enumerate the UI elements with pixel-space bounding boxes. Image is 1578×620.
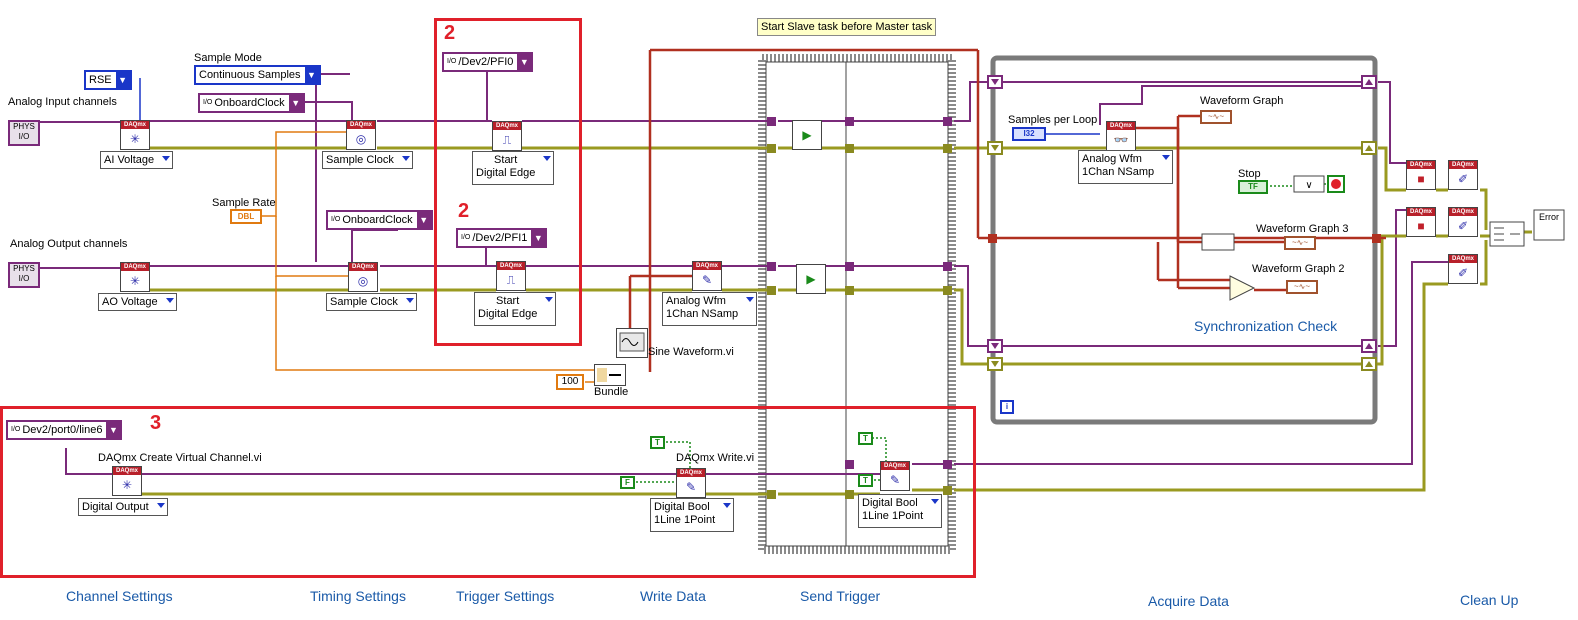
create-virtual-channel-label: DAQmx Create Virtual Channel.vi <box>98 452 262 464</box>
trigger-highlight-box <box>434 18 582 346</box>
waveform-graph-label: Waveform Graph <box>1200 95 1284 107</box>
sync-check-label: Synchronization Check <box>1194 318 1338 334</box>
trigger-source-pfi1[interactable]: I/O/Dev2/PFI1▼ <box>456 228 548 248</box>
bool-const-t-1[interactable]: T <box>650 436 665 449</box>
daqmx-create-channel-ai[interactable]: DAQmx✳ <box>120 120 150 150</box>
sample-rate-label: Sample Rate <box>212 197 276 209</box>
trigger-source-pfi0[interactable]: I/O/Dev2/PFI0▼ <box>442 52 534 72</box>
ao-voltage-selector[interactable]: AO Voltage <box>98 293 177 311</box>
highlight-number-2b: 2 <box>458 200 470 222</box>
highlight-number-3: 3 <box>150 412 162 434</box>
digital-output-selector[interactable]: Digital Output <box>78 498 168 516</box>
bool-const-t-3: T <box>858 474 873 487</box>
waveform-graph-2-indicator[interactable]: ~∿~ <box>1286 280 1318 294</box>
sample-clock-selector-2[interactable]: Sample Clock <box>326 293 417 311</box>
daqmx-create-channel-do[interactable]: DAQmx✳ <box>112 466 142 496</box>
samples-per-loop-label: Samples per Loop <box>1008 114 1098 126</box>
section-channel-settings: Channel Settings <box>66 588 173 604</box>
sine-waveform-icon[interactable] <box>616 328 648 358</box>
daqmx-stop-ai[interactable]: DAQmx■ <box>1406 160 1436 190</box>
daqmx-trigger-ai[interactable]: DAQmx⎍ <box>492 121 522 151</box>
section-timing-settings: Timing Settings <box>310 588 406 604</box>
sample-mode-label: Sample Mode <box>194 52 262 64</box>
ai-channels-label: Analog Input channels <box>8 96 117 108</box>
const-100[interactable]: 100 <box>556 374 584 390</box>
daqmx-stop-ao[interactable]: DAQmx■ <box>1406 207 1436 237</box>
simple-error-handler-icon[interactable]: Error <box>1539 212 1559 222</box>
daqmx-read-ai[interactable]: DAQmx👓 <box>1106 121 1136 151</box>
daqmx-clear-ai[interactable]: DAQmx✐ <box>1448 160 1478 190</box>
waveform-graph-2-label: Waveform Graph 2 <box>1252 263 1345 275</box>
daqmx-clear-do[interactable]: DAQmx✐ <box>1448 254 1478 284</box>
section-acquire-data: Acquire Data <box>1148 593 1229 609</box>
sample-clock-selector-1[interactable]: Sample Clock <box>322 151 413 169</box>
ai-voltage-selector[interactable]: AI Voltage <box>100 151 174 169</box>
bundle-icon[interactable] <box>594 364 626 386</box>
section-write-data: Write Data <box>640 588 706 604</box>
highlight-number-2a: 2 <box>444 22 456 44</box>
bool-const-t-2[interactable]: T <box>858 432 873 445</box>
daqmx-write-label: DAQmx Write.vi <box>676 452 755 464</box>
daqmx-timing-ao[interactable]: DAQmx◎ <box>348 262 378 292</box>
section-trigger-settings: Trigger Settings <box>456 588 555 604</box>
section-clean-up: Clean Up <box>1460 592 1519 608</box>
daqmx-start-ai[interactable]: ▶ <box>792 120 822 150</box>
terminal-config-rse[interactable]: RSE▼ <box>84 70 132 90</box>
sine-waveform-label: Sine Waveform.vi <box>648 346 734 358</box>
waveform-graph-indicator[interactable]: ~∿~ <box>1200 110 1232 124</box>
stop-label: Stop <box>1238 168 1261 180</box>
daqmx-start-ao[interactable]: ▶ <box>796 264 826 294</box>
section-send-trigger: Send Trigger <box>800 588 881 604</box>
svg-text:∨: ∨ <box>1305 180 1312 191</box>
daqmx-create-channel-ao[interactable]: DAQmx✳ <box>120 262 150 292</box>
samples-per-loop-i32[interactable]: I32 <box>1012 127 1046 141</box>
sample-rate-dbl-control[interactable]: DBL <box>230 209 262 224</box>
loop-iteration-terminal: i <box>1000 400 1014 414</box>
daqmx-write-do-1[interactable]: DAQmx✎ <box>676 468 706 498</box>
sample-mode-ring[interactable]: Continuous Samples▼ <box>194 65 321 85</box>
stop-bool-control[interactable]: TF <box>1238 180 1268 194</box>
waveform-graph-3-indicator[interactable]: ~∿~ <box>1284 236 1316 250</box>
ao-channels-label: Analog Output channels <box>10 238 128 250</box>
daqmx-trigger-ao[interactable]: DAQmx⎍ <box>496 261 526 291</box>
daqmx-write-ao[interactable]: DAQmx✎ <box>692 261 722 291</box>
bundle-label: Bundle <box>594 386 629 398</box>
daqmx-timing-ai[interactable]: DAQmx◎ <box>346 120 376 150</box>
waveform-graph-3-label: Waveform Graph 3 <box>1256 223 1349 235</box>
daqmx-clear-ao[interactable]: DAQmx✐ <box>1448 207 1478 237</box>
digital-highlight-box <box>0 406 976 578</box>
slave-master-note: Start Slave task before Master task <box>757 18 937 36</box>
daqmx-write-do-2[interactable]: DAQmx✎ <box>880 461 910 491</box>
bool-const-f[interactable]: F <box>620 476 635 489</box>
